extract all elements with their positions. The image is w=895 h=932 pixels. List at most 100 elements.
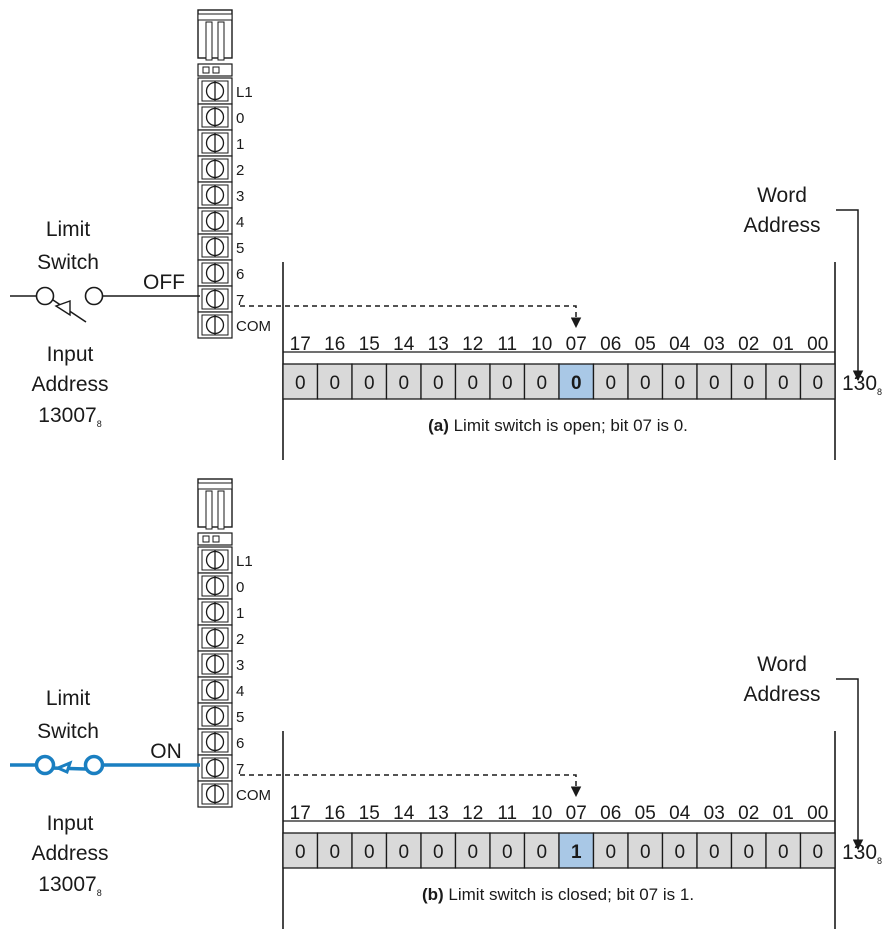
bit-cell	[523, 832, 560, 869]
bit-cell	[454, 832, 491, 869]
word-address-label: Address	[743, 214, 820, 237]
terminal-label: 3	[236, 657, 244, 674]
bit-value: 0	[364, 373, 375, 394]
bit-value: 0	[674, 842, 685, 863]
bit-value: 0	[605, 842, 616, 863]
bit-cell	[316, 363, 353, 400]
bit-value: 0	[364, 842, 375, 863]
terminal-label: 2	[236, 631, 244, 648]
bit-value: 0	[433, 373, 444, 394]
bit-cell	[489, 832, 526, 869]
terminal-label: 1	[236, 136, 244, 153]
bit-cell	[730, 832, 767, 869]
word-address-label: Word	[757, 184, 807, 207]
bit-label: 11	[497, 803, 517, 824]
bit-cell	[661, 832, 698, 869]
bit-label: 00	[807, 334, 828, 355]
terminal-label: COM	[236, 318, 271, 335]
bit-cell	[454, 363, 491, 400]
bit-label: 12	[462, 334, 483, 355]
switch-label: Switch	[37, 720, 99, 743]
terminal-label: 5	[236, 240, 244, 257]
bit-label: 06	[600, 334, 621, 355]
bit-value: 0	[329, 842, 340, 863]
terminal-label: 2	[236, 162, 244, 179]
bit-label: 01	[773, 803, 794, 824]
terminal-label: 0	[236, 110, 244, 127]
bit-cell	[799, 363, 836, 400]
bit-cell	[592, 363, 629, 400]
terminal-label: COM	[236, 787, 271, 804]
bit-label: 13	[428, 334, 449, 355]
switch-label: Switch	[37, 251, 99, 274]
bit-label: 04	[669, 803, 691, 824]
bit-cell	[730, 363, 767, 400]
terminal-label: L1	[236, 553, 253, 570]
limit-switch-icon	[10, 754, 200, 776]
terminal-label: 5	[236, 709, 244, 726]
bit-label: 13	[428, 803, 449, 824]
bit-07-value: 1	[571, 842, 582, 863]
input-address-label: Address	[31, 842, 108, 865]
bit-label: 03	[704, 334, 725, 355]
bit-label: 14	[393, 803, 415, 824]
word-register: 1701601501401301201101000710600500400300…	[282, 731, 836, 929]
bit-label: 16	[324, 334, 345, 355]
bit-value: 0	[295, 373, 306, 394]
bit-value: 0	[502, 842, 513, 863]
bit-value: 0	[295, 842, 306, 863]
bit-label: 17	[290, 803, 311, 824]
bit-value: 0	[812, 373, 823, 394]
bit-value: 0	[536, 842, 547, 863]
word-address-label: Word	[757, 653, 807, 676]
bit-label: 05	[635, 334, 656, 355]
terminal-label: 3	[236, 188, 244, 205]
switch-state-label: ON	[150, 740, 182, 763]
word-address-arrow	[836, 678, 864, 851]
bit-cell	[696, 832, 733, 869]
bit-value: 0	[398, 373, 409, 394]
bit-value: 0	[467, 373, 478, 394]
bit-value: 0	[433, 842, 444, 863]
word-register: 1701601501401301201101000700600500400300…	[282, 262, 836, 460]
bit-cell	[765, 363, 802, 400]
bit-cell	[385, 363, 422, 400]
bit-value: 0	[743, 373, 754, 394]
bit-cell	[282, 832, 319, 869]
input-address-value: 130078	[38, 873, 101, 898]
bit-cell	[489, 363, 526, 400]
terminal-label: L1	[236, 84, 253, 101]
bit-label: 15	[359, 803, 380, 824]
input-address-label: Input	[47, 812, 94, 835]
bit-label: 07	[566, 334, 587, 355]
bit-label: 06	[600, 803, 621, 824]
bit-label: 15	[359, 334, 380, 355]
bit-label: 04	[669, 334, 691, 355]
bit-value: 0	[605, 373, 616, 394]
bit-cell	[282, 363, 319, 400]
input-address-label: Address	[31, 373, 108, 396]
input-address-value: 130078	[38, 404, 101, 429]
bit-cell	[799, 832, 836, 869]
terminal-label: 6	[236, 266, 244, 283]
word-address-value: 1308	[842, 841, 882, 866]
terminal-label: 4	[236, 214, 244, 231]
caption: (a) Limit switch is open; bit 07 is 0.	[428, 416, 688, 435]
word-address-arrow	[836, 209, 864, 382]
bit-value: 0	[467, 842, 478, 863]
input-address-label: Input	[47, 343, 94, 366]
terminal-label: 4	[236, 683, 244, 700]
terminal-label: 6	[236, 735, 244, 752]
bit-value: 0	[709, 842, 720, 863]
bit-value: 0	[743, 842, 754, 863]
bit-cell	[661, 363, 698, 400]
bit-07-value: 0	[571, 373, 582, 394]
dashed-arrow	[240, 774, 582, 798]
dashed-arrow	[240, 305, 582, 329]
bit-value: 0	[640, 842, 651, 863]
switch-state-label: OFF	[143, 271, 185, 294]
bit-value: 0	[398, 842, 409, 863]
